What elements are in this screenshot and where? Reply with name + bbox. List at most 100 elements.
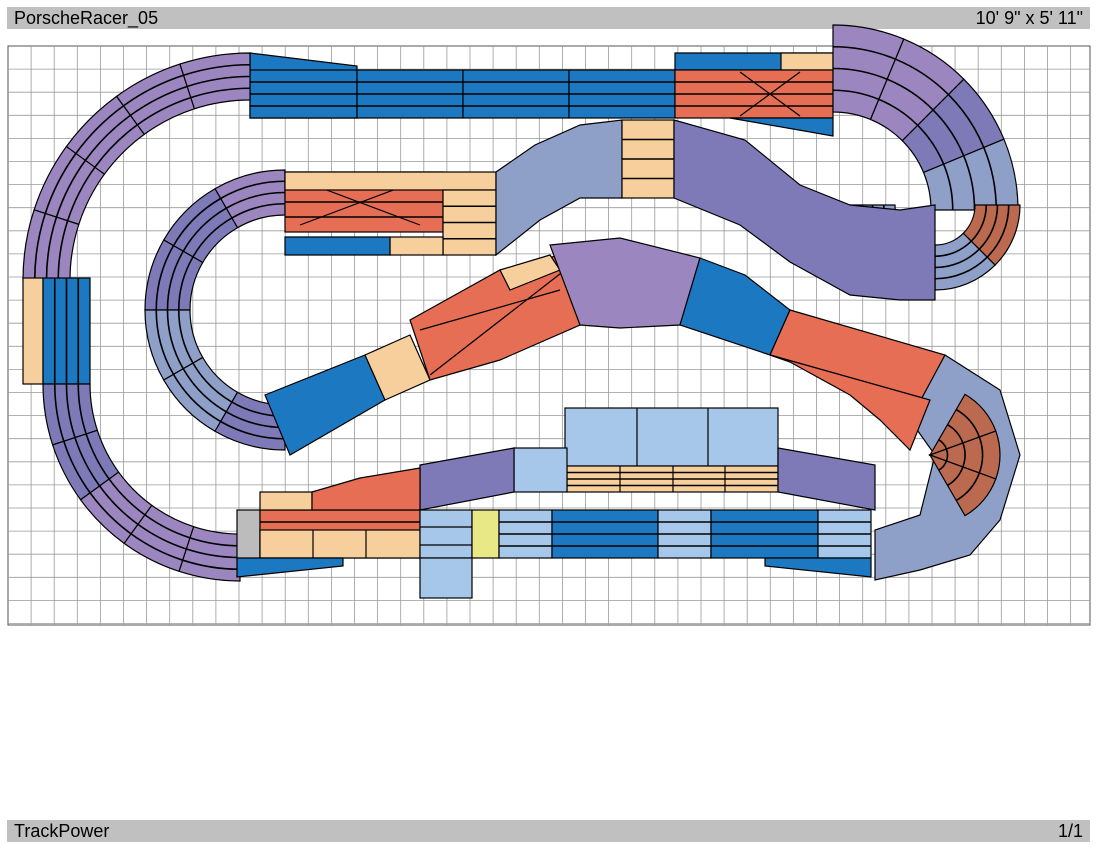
lane-line <box>947 93 985 148</box>
pit-lane <box>419 509 473 559</box>
straight-piece <box>817 509 872 559</box>
straight-piece <box>551 509 659 559</box>
lane-line <box>98 485 139 526</box>
lane-line <box>878 98 919 126</box>
lane-line <box>144 514 191 539</box>
curve-piece <box>162 356 239 433</box>
footer-bar: TrackPower 1/1 <box>7 820 1090 842</box>
lane-line <box>84 114 131 161</box>
lane-line <box>166 250 184 311</box>
lane-line <box>172 197 222 247</box>
lane-line <box>970 204 988 242</box>
straight-shape <box>284 171 497 191</box>
lane-line <box>85 433 110 480</box>
curve-piece <box>869 38 965 142</box>
straight-piece <box>568 69 676 119</box>
straight-shape <box>389 236 444 256</box>
border-piece <box>259 491 313 511</box>
straight-shape <box>259 491 313 511</box>
straight-shape <box>513 447 568 493</box>
lane-line <box>186 75 251 88</box>
crossover-line <box>739 71 801 117</box>
layout-title: PorscheRacer_05 <box>14 7 159 28</box>
straight-shape <box>564 407 779 467</box>
crossover-line <box>419 289 561 331</box>
border-piece <box>780 52 834 71</box>
curve-piece <box>934 232 996 291</box>
straight-shape <box>471 509 500 559</box>
straight-piece <box>249 69 358 119</box>
straight-piece <box>42 277 91 385</box>
lane-line <box>955 408 981 438</box>
yellow-piece <box>471 509 500 559</box>
curve-shape <box>928 453 997 517</box>
straight-piece <box>356 69 464 119</box>
lane-line <box>932 109 965 157</box>
piece-shape <box>769 354 931 452</box>
lane-line <box>57 220 69 281</box>
piece-shape <box>673 119 936 301</box>
layout-dimensions: 10' 9" x 5' 11" <box>975 7 1083 28</box>
lane-line <box>220 420 286 440</box>
border-piece <box>236 557 344 578</box>
border-piece <box>284 171 497 191</box>
lane-line <box>177 256 194 311</box>
crossover-curve <box>928 393 997 457</box>
straight-shape <box>22 277 44 385</box>
lane-line <box>934 248 980 269</box>
pit-building <box>564 407 779 467</box>
lane-line <box>895 58 950 96</box>
lane-line <box>183 63 251 77</box>
lane-line <box>832 67 888 81</box>
gray-piece <box>236 509 261 561</box>
curve-piece <box>144 309 204 381</box>
border-piece <box>764 557 872 578</box>
lane-line <box>986 204 1010 258</box>
lane-line <box>978 204 999 250</box>
curve-piece <box>777 447 876 511</box>
lane-line <box>130 533 184 561</box>
straight-shape <box>419 557 473 599</box>
lane-change-piece <box>674 69 834 119</box>
lane-line <box>108 478 146 516</box>
border-piece <box>442 189 497 256</box>
lane-line <box>917 124 945 165</box>
lane-line <box>89 492 132 535</box>
footer-label: TrackPower <box>14 820 110 841</box>
piece-shape <box>236 557 344 578</box>
lane-line <box>94 124 138 168</box>
lane-line <box>155 245 175 311</box>
straight-piece <box>498 509 553 559</box>
lane-line <box>978 436 984 474</box>
lane-line <box>63 440 91 494</box>
lane-line <box>962 442 966 468</box>
lane-line <box>231 202 286 219</box>
lane-line <box>225 191 286 209</box>
lane-line <box>190 87 251 99</box>
straight-piece <box>710 509 819 559</box>
lane-line <box>166 309 184 370</box>
lane-line <box>886 78 934 111</box>
lane-line <box>182 368 227 413</box>
curve-piece <box>115 63 196 136</box>
lane-line <box>75 105 124 154</box>
lane-line <box>74 437 101 487</box>
pit-entry <box>419 557 473 599</box>
lane-line <box>942 163 954 211</box>
pit-piece <box>513 447 568 493</box>
border-piece <box>729 117 834 137</box>
border-piece <box>621 119 675 199</box>
curve-piece <box>673 119 936 301</box>
lane-line <box>44 153 77 214</box>
lane-line <box>129 85 188 117</box>
lane-line <box>137 523 187 550</box>
curve-piece <box>179 52 251 110</box>
lane-line <box>955 472 981 502</box>
straight-piece <box>657 509 712 559</box>
straight-shape <box>419 509 473 559</box>
lane-line <box>77 383 87 435</box>
border-piece <box>259 529 421 559</box>
lane-line <box>182 207 227 252</box>
lane-line <box>172 373 222 423</box>
